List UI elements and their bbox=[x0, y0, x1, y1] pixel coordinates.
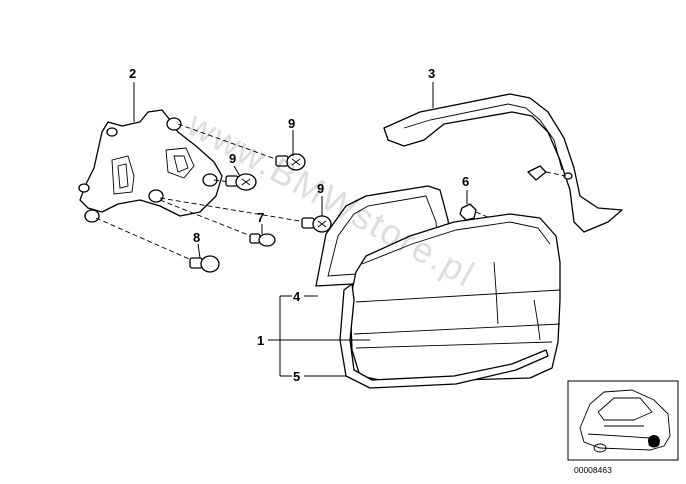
label-part-9-middle: 9 bbox=[229, 151, 236, 166]
bulb-7[interactable] bbox=[189, 255, 220, 273]
label-part-9-top: 9 bbox=[288, 116, 295, 131]
label-part-9-right: 9 bbox=[317, 181, 324, 196]
bulb-9-middle[interactable] bbox=[225, 173, 257, 191]
label-part-1: 1 bbox=[257, 333, 264, 348]
leader-lines bbox=[133, 82, 468, 377]
label-part-2: 2 bbox=[129, 66, 136, 81]
label-part-8: 7 bbox=[257, 210, 264, 225]
bulb-8[interactable] bbox=[249, 233, 276, 247]
label-part-7: 8 bbox=[193, 230, 200, 245]
label-part-5: 5 bbox=[293, 369, 300, 384]
label-part-6: 6 bbox=[462, 174, 469, 189]
seal-strip[interactable] bbox=[339, 283, 549, 389]
tail-light-assembly[interactable] bbox=[349, 213, 561, 383]
label-part-4: 4 bbox=[293, 289, 301, 304]
diagram-number: 00008463 bbox=[574, 465, 612, 475]
screw[interactable] bbox=[527, 165, 567, 181]
assembly-lines bbox=[95, 123, 307, 263]
bulb-carrier-plate[interactable] bbox=[78, 109, 223, 223]
location-marker bbox=[648, 435, 660, 447]
bulb-9-top[interactable] bbox=[275, 153, 306, 171]
label-part-3: 3 bbox=[428, 66, 435, 81]
location-inset bbox=[567, 380, 679, 461]
